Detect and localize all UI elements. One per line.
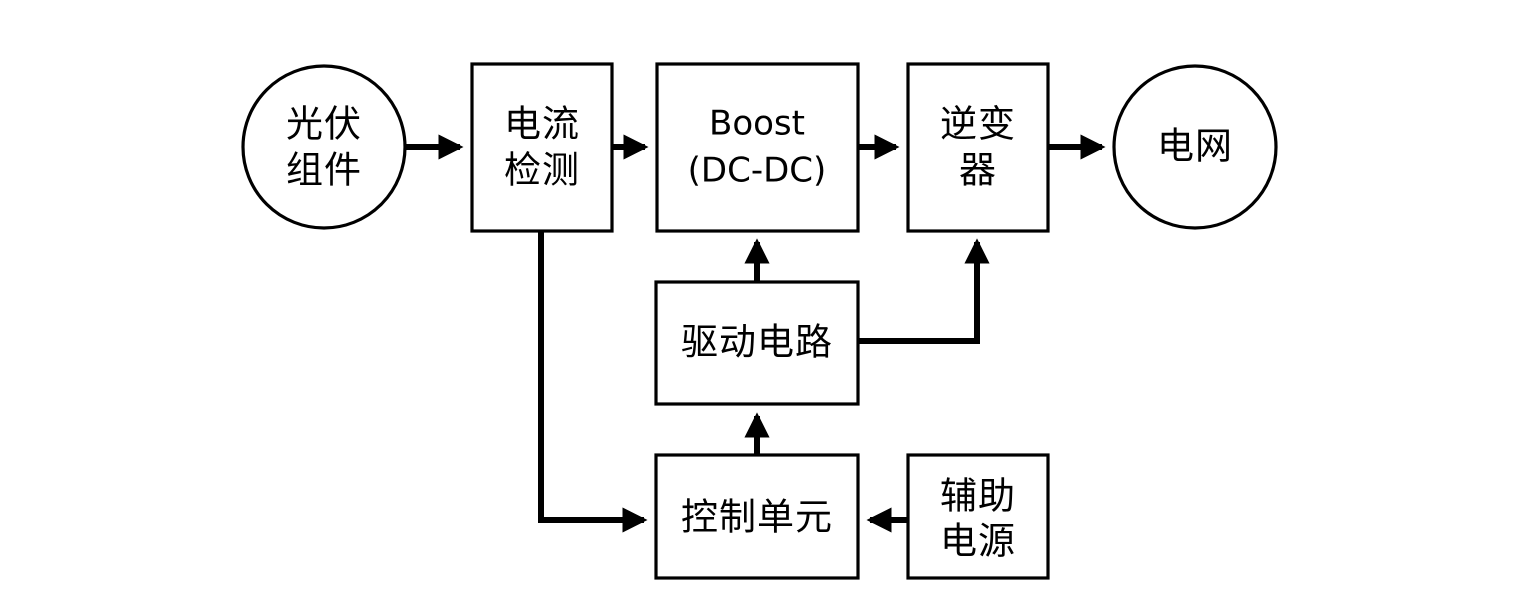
auxiliary-power-box[interactable]: [906, 453, 1050, 580]
node-drive-circuit[interactable]: 驱动电路: [654, 280, 860, 406]
edge-current-to-control: [538, 231, 648, 533]
pv-module-circle[interactable]: [241, 64, 407, 230]
current-detection-box[interactable]: [470, 62, 614, 233]
node-auxiliary-power[interactable]: 辅助 电源: [906, 453, 1050, 580]
pv-module-label-line1: 光伏: [286, 103, 362, 146]
boost-dcdc-label-line2: (DC-DC): [688, 151, 827, 191]
nodes-layer: 光伏 组件 电流 检测 Boost (DC-DC) 逆变 器: [241, 62, 1278, 580]
node-inverter[interactable]: 逆变 器: [906, 62, 1050, 233]
current-detection-label-line1: 电流: [504, 103, 580, 146]
node-pv-module[interactable]: 光伏 组件: [241, 64, 407, 230]
power-grid-label-line1: 电网: [1157, 125, 1233, 168]
inverter-label-line2: 器: [959, 149, 997, 192]
auxiliary-power-label-line1: 辅助: [940, 475, 1016, 518]
node-boost-dcdc[interactable]: Boost (DC-DC): [655, 62, 860, 233]
node-control-unit[interactable]: 控制单元: [654, 453, 860, 580]
power-grid-circle[interactable]: [1112, 64, 1278, 230]
pv-module-label-line2: 组件: [286, 149, 362, 192]
control-unit-label: 控制单元: [681, 496, 833, 539]
boost-dcdc-label-line1: Boost: [709, 104, 805, 144]
boost-dcdc-box[interactable]: [655, 62, 860, 233]
auxiliary-power-label-line2: 电源: [940, 520, 1016, 563]
control-unit-box[interactable]: [654, 453, 860, 580]
drive-circuit-box[interactable]: [654, 280, 860, 406]
node-power-grid[interactable]: 电网: [1112, 64, 1278, 230]
drive-circuit-label: 驱动电路: [681, 321, 833, 364]
current-detection-label-line2: 检测: [504, 149, 580, 192]
inverter-box[interactable]: [906, 62, 1050, 233]
node-current-detection[interactable]: 电流 检测: [470, 62, 614, 233]
connections-layer: [405, 134, 1106, 533]
edge-drive-to-inverter: [858, 238, 990, 344]
inverter-label-line1: 逆变: [940, 103, 1016, 146]
